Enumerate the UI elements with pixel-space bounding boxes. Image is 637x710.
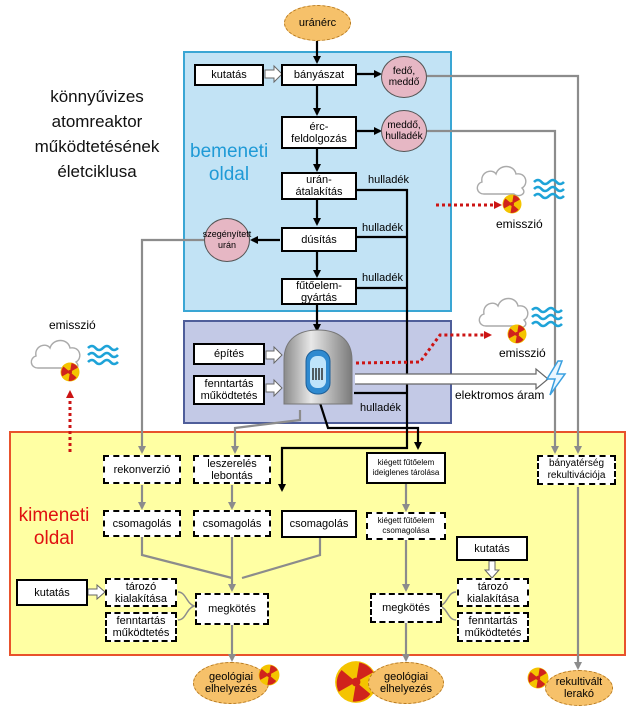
waste-label-2: hulladék [362, 222, 403, 234]
radiation-icon [60, 362, 80, 382]
reconversion-box: rekonverzió [103, 455, 181, 484]
reclaimed-dump: rekultivált lerakó [545, 670, 613, 706]
ore-processing-box: érc- feldolgozás [281, 116, 357, 149]
repo-construction-left-box: tározó kialakítása [105, 578, 177, 607]
cloud-icon [478, 297, 529, 329]
radiation-icon [258, 664, 280, 686]
emission-label-left: emisszió [49, 318, 96, 332]
mining-box: bányászat [281, 64, 357, 86]
packaging-box-3: csomagolás [281, 510, 357, 538]
waves-icon [531, 306, 563, 328]
spent-fuel-packaging-box: kiégett fűtőelem csomagolása [366, 512, 446, 540]
output-side-label: kimeneti oldal [18, 505, 90, 549]
depleted-uranium-node: szegényített urán [203, 218, 251, 262]
reactor-dome-icon [283, 329, 353, 405]
lightning-icon [545, 360, 567, 396]
enrichment-box: dúsítás [281, 227, 357, 252]
geological-disposal-2: geológiai elhelyezés [368, 662, 444, 704]
disposal-left-box: megkötés [195, 593, 269, 625]
research-top-box: kutatás [194, 64, 264, 86]
site-reclamation-box: bányatérség rekultivációja [537, 455, 616, 485]
waste-label-3: hulladék [362, 272, 403, 284]
tailings-node: meddő, hulladék [381, 110, 427, 152]
uranium-ore-node: uránérc [284, 5, 351, 41]
maintenance-operation-box: fenntartás működtetés [193, 375, 265, 405]
radiation-icon [507, 324, 527, 344]
disposal-right-box: megkötés [370, 593, 442, 623]
cloud-icon [476, 165, 527, 197]
fuel-fabrication-box: fűtőelem- gyártás [281, 278, 357, 305]
research-right-box: kutatás [456, 536, 528, 561]
emission-label-top: emisszió [496, 217, 543, 231]
input-side-label: bemeneti oldal [190, 141, 269, 185]
decommissioning-box: leszerelés lebontás [193, 455, 271, 484]
packaging-box-2: csomagolás [193, 510, 271, 537]
diagram-title: könnyűvizes atomreaktor működtetésének é… [34, 87, 160, 181]
overburden-node: fedő, meddő [381, 56, 427, 98]
research-left-box: kutatás [16, 579, 88, 606]
cloud-icon [30, 339, 81, 371]
electricity-label: elektromos áram [455, 388, 545, 402]
repo-operation-right-box: fenntartás működtetés [457, 612, 529, 642]
emission-label-mid: emisszió [499, 346, 546, 360]
waste-label-4: hulladék [360, 402, 401, 414]
interim-storage-box: kiégett fűtőelem ideiglenes tárolása [366, 452, 446, 484]
repo-construction-right-box: tározó kialakítása [457, 578, 529, 607]
waves-icon [87, 344, 119, 366]
packaging-box-1: csomagolás [103, 510, 181, 537]
radiation-icon [527, 667, 549, 689]
construction-box: építés [193, 343, 265, 365]
waste-label-1: hulladék [368, 174, 409, 186]
radiation-icon [335, 661, 377, 703]
conversion-box: urán- átalakítás [281, 172, 357, 200]
repo-operation-left-box: fenntartás működtetés [105, 612, 177, 642]
radiation-icon [502, 194, 522, 214]
waves-icon [533, 178, 565, 200]
